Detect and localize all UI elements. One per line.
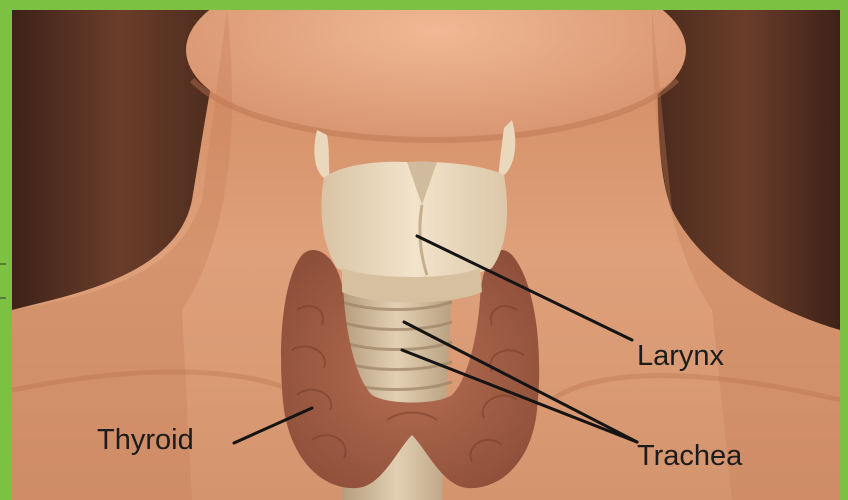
label-thyroid: Thyroid bbox=[97, 426, 194, 455]
label-larynx: Larynx bbox=[637, 342, 724, 371]
edge-mark bbox=[0, 262, 8, 302]
label-trachea: Trachea bbox=[637, 442, 742, 471]
